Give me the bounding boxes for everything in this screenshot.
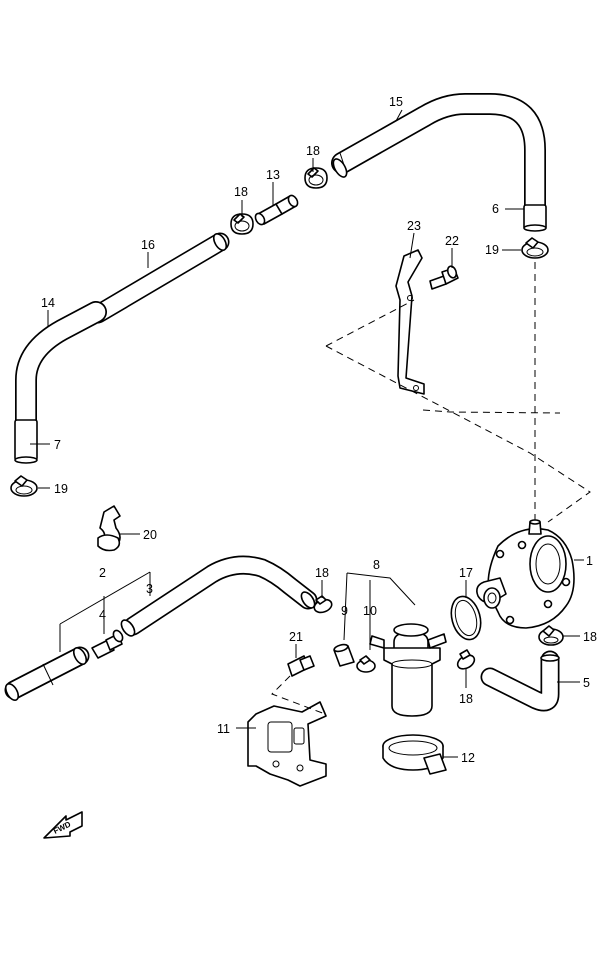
callout-13: 13 [266, 168, 280, 182]
hose-end-7 [14, 419, 38, 464]
hose-end-6 [523, 204, 547, 232]
callout-23: 23 [407, 219, 421, 233]
callout-2: 2 [99, 566, 106, 580]
clamp-band-12 [382, 734, 447, 775]
callout-8: 8 [373, 558, 380, 572]
callout-18-filter: 18 [459, 692, 473, 706]
bolt-21 [287, 655, 315, 677]
clamp-18-left [230, 213, 254, 235]
callout-11: 11 [217, 722, 230, 736]
hose-15 [331, 93, 546, 223]
clamp-18-top [304, 167, 328, 189]
assembly-outline [325, 299, 591, 523]
clamp-18-filter-right [456, 649, 476, 670]
clamp-18-pump [538, 625, 564, 646]
callout-22: 22 [445, 234, 459, 248]
clamp-19-left [10, 475, 38, 497]
joint-4 [91, 629, 124, 659]
callout-14: 14 [41, 296, 55, 310]
clamp-18-lower [313, 595, 333, 614]
callout-18-lower: 18 [315, 566, 329, 580]
hose-16 [88, 232, 230, 324]
bolt-22 [429, 265, 459, 290]
hose-piece-9 [333, 643, 355, 667]
callout-19-right: 19 [485, 243, 499, 257]
clip-20 [97, 505, 121, 552]
parts-2-3-4-leader [59, 571, 151, 652]
filter-leader-bracket [343, 572, 416, 650]
callout-21: 21 [289, 630, 303, 644]
fuel-filter-8 [369, 623, 447, 717]
hose-2 [4, 646, 90, 701]
clamp-19-right [521, 237, 549, 259]
forward-arrow-icon: FWD [43, 811, 83, 839]
callout-6: 6 [492, 202, 499, 216]
callout-12: 12 [461, 751, 475, 765]
callout-16: 16 [141, 238, 155, 252]
callout-1: 1 [586, 554, 593, 568]
callout-17: 17 [459, 566, 473, 580]
callout-19-left: 19 [54, 482, 68, 496]
joint-13 [254, 194, 299, 226]
callout-4: 4 [99, 608, 106, 622]
clamp-10 [356, 655, 376, 673]
callout-3: 3 [146, 582, 153, 596]
o-ring-17 [450, 595, 482, 641]
callout-5: 5 [583, 676, 590, 690]
hose-3 [120, 555, 318, 637]
bracket-23 [395, 249, 425, 395]
hose-end-15 [332, 158, 348, 178]
bracket-11 [247, 701, 327, 787]
bracket-guide-line [271, 675, 326, 715]
callout-15: 15 [389, 95, 403, 109]
callout-10: 10 [363, 604, 377, 618]
callout-20: 20 [143, 528, 157, 542]
callout-18-top: 18 [306, 144, 320, 158]
fuel-pump-1 [476, 519, 575, 629]
hose-5 [480, 650, 560, 712]
callout-18-pump: 18 [583, 630, 597, 644]
callout-7: 7 [54, 438, 61, 452]
callout-9: 9 [341, 604, 348, 618]
callout-18-left: 18 [234, 185, 248, 199]
